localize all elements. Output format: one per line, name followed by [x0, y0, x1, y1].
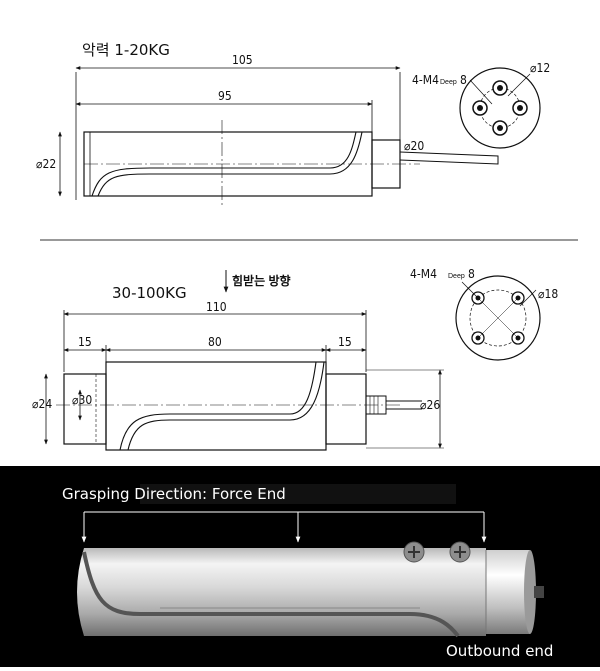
top-end-view — [459, 67, 541, 149]
middle-dim-body: 80 — [208, 335, 222, 349]
middle-dim-left: 15 — [78, 335, 92, 349]
top-end-deep: Deep — [440, 79, 457, 86]
middle-end-circle: ⌀18 — [538, 287, 558, 301]
middle-sensor-body — [56, 361, 422, 451]
middle-force-label: 힘받는 방향 — [232, 273, 291, 288]
top-range-label: 악력 1-20KG — [82, 41, 170, 59]
top-end-thread: 4-M4 — [412, 73, 439, 87]
middle-dim-diameter-inner: ⌀30 — [72, 393, 92, 407]
top-end-circle: ⌀12 — [530, 61, 550, 75]
top-dim-body: 95 — [75, 89, 373, 135]
middle-dim-right: 15 — [338, 335, 352, 349]
force-direction-bracket — [81, 511, 487, 543]
top-sensor-body — [83, 120, 499, 205]
middle-end-deep-value: 8 — [468, 267, 475, 281]
middle-end-thread: 4-M4 — [410, 267, 437, 281]
middle-end-deep: Deep — [448, 273, 465, 280]
caption-top-bar — [140, 484, 456, 504]
middle-section: 30-100KG 힘받는 방향 110 15 80 15 — [32, 267, 558, 451]
middle-dim-diameter-right: ⌀26 — [420, 398, 440, 412]
middle-dim-overall-text: 110 — [206, 300, 227, 314]
top-dim-diameter-left: ⌀22 — [36, 157, 56, 171]
caption-top: Grasping Direction: Force End — [62, 485, 286, 503]
top-dim-overall: 105 — [75, 53, 401, 200]
top-dim-diameter-right: ⌀20 — [404, 139, 424, 153]
top-dim-overall-text: 105 — [232, 53, 253, 67]
top-section: 악력 1-20KG 105 95 ⌀22 ⌀20 — [36, 41, 550, 205]
middle-range-label: 30-100KG — [112, 284, 187, 302]
middle-end-view — [455, 275, 541, 361]
load-cell-cylinder — [77, 541, 544, 638]
top-dim-body-text: 95 — [218, 89, 232, 103]
caption-bottom: Outbound end — [446, 642, 553, 660]
middle-dim-diameter-outer: ⌀24 — [32, 397, 52, 411]
top-end-deep-value: 8 — [460, 73, 467, 87]
product-photo: Grasping Direction: Force End Outboun — [0, 466, 600, 667]
